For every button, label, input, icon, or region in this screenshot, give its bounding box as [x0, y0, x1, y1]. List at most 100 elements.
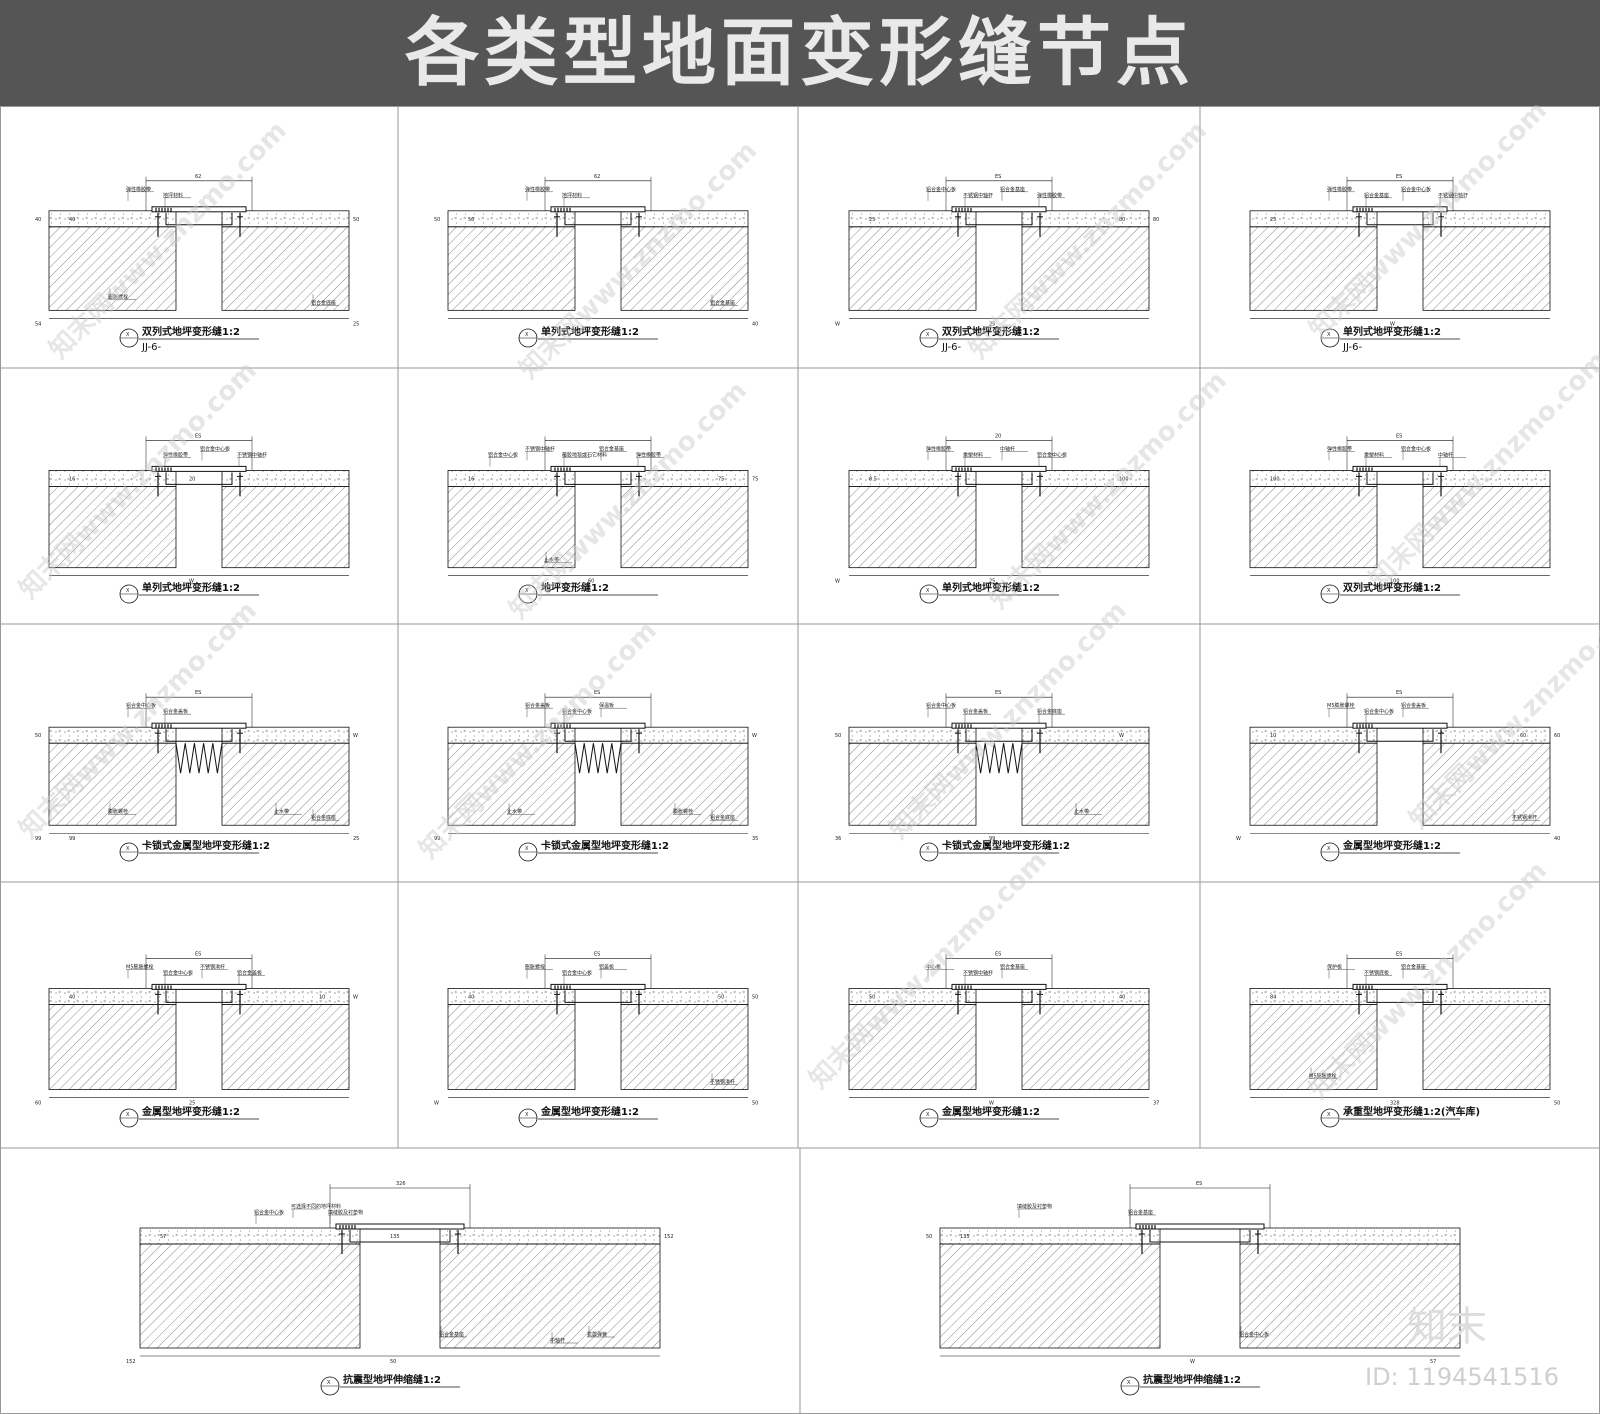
callout-label: 铝合金底座: [311, 299, 336, 306]
base-channel: [349, 1230, 451, 1243]
watermark: 知末网www.znzmo.com: [964, 116, 1213, 365]
base-channel: [1366, 472, 1434, 485]
detail-mark: X: [126, 1112, 130, 1118]
callout-label: 铝合金盖板: [1401, 702, 1426, 709]
callout-label: 铝合金盖板: [963, 708, 988, 715]
concrete-slab-right: [620, 742, 749, 826]
callout-label: 铝合金基座: [599, 445, 624, 452]
cover-plate: [1135, 1223, 1265, 1230]
detail-caption: 双列式地坪变形缝1:2: [1343, 581, 1441, 594]
callout-label: 地坪材料: [562, 192, 582, 199]
dimension-label: 40: [1119, 994, 1125, 1000]
water-stop: [175, 743, 223, 774]
screed-right: [620, 210, 749, 228]
screed-right: [620, 988, 749, 1005]
detail-mark: X: [926, 332, 930, 338]
dimension-label: 40: [1554, 836, 1560, 842]
callout-label: 膨胀螺栓: [673, 808, 693, 815]
dimension-label: 57: [1430, 1359, 1436, 1365]
dimension-label: 25: [353, 836, 359, 842]
callout-label: 不锈钢中轴杆: [237, 451, 267, 458]
dimension-label: 10: [319, 994, 325, 1000]
callout-label: 铝合金基座: [710, 299, 735, 306]
screed-right: [1422, 726, 1551, 744]
callout-label: 中轴杆: [1438, 451, 1453, 458]
detail-caption: 卡锁式金属型地坪变形缝1:2: [541, 839, 669, 852]
dimension-label: 50: [353, 217, 359, 223]
callout-label: 铝合金中心板: [1037, 451, 1067, 458]
screed-right: [1422, 469, 1551, 487]
callout-label: 止水带: [544, 557, 559, 564]
concrete-slab-left: [48, 226, 177, 311]
detail-mark: X: [926, 588, 930, 594]
base-channel: [564, 729, 632, 742]
base-channel: [165, 472, 233, 485]
dimension-label: 75: [718, 476, 724, 482]
dimension-label: W: [1236, 836, 1241, 842]
screed-left: [848, 988, 977, 1005]
screed-right: [1021, 210, 1150, 228]
callout-label: 不锈钢底板: [1364, 969, 1389, 976]
detail-mark: X: [1327, 1112, 1331, 1118]
callout-label: 铝合金基座: [1401, 963, 1426, 970]
dimension-label: 62: [195, 174, 201, 180]
callout-label: 膨胀螺栓: [108, 293, 128, 300]
base-channel: [1366, 990, 1434, 1003]
detail-caption: 抗震型地坪伸缩缝1:2: [343, 1373, 441, 1386]
concrete-slab-right: [1422, 226, 1551, 311]
concrete-slab-left: [48, 742, 177, 826]
callout-label: 止水带: [274, 808, 289, 815]
cover-plate: [550, 722, 646, 729]
concrete-slab-right: [221, 1004, 350, 1090]
dimension-label: 16: [69, 476, 75, 482]
callout-label: 保温板: [599, 702, 614, 709]
screed-left: [447, 726, 576, 744]
base-channel: [965, 729, 1033, 742]
dimension-label: 10: [1270, 733, 1276, 739]
callout-label: 不锈钢中轴杆: [525, 445, 555, 452]
dimension-label: 135: [960, 1234, 970, 1240]
dimension-label: 50: [35, 733, 41, 739]
detail-caption: 承重型地坪变形缝1:2(汽车库): [1343, 1105, 1480, 1118]
callout-label: 弹性橡胶带: [126, 186, 151, 193]
detail-caption: 单列式地坪变形缝1:2: [541, 325, 639, 338]
dimension-label: W: [752, 733, 757, 739]
concrete-slab-left: [939, 1243, 1161, 1349]
dimension-label: 152: [664, 1234, 674, 1240]
detail-mark: X: [926, 846, 930, 852]
concrete-slab-right: [1021, 485, 1150, 569]
dimension-label: 20: [189, 476, 195, 482]
dimension-label: 99: [35, 836, 41, 842]
callout-label: 铝合金中心板: [163, 969, 193, 976]
concrete-slab-right: [221, 485, 350, 569]
screed-right: [1422, 210, 1551, 228]
callout-label: M5膨胀螺栓: [1327, 702, 1355, 709]
concrete-slab-left: [1249, 226, 1378, 311]
dimension-label: 100: [1390, 579, 1400, 585]
dimension-label: ES: [1396, 433, 1402, 439]
detail-mark: X: [126, 846, 130, 852]
dimension-label: 36: [835, 836, 841, 842]
cover-plate: [951, 206, 1047, 213]
detail-caption: 金属型地坪变形缝1:2: [941, 1105, 1040, 1118]
concrete-slab-right: [1021, 742, 1150, 826]
concrete-slab-left: [848, 1004, 977, 1090]
dimension-label: 40: [69, 994, 75, 1000]
callout-label: 铝合金基座: [1364, 192, 1389, 199]
dimension-label: W: [1390, 321, 1395, 327]
callout-label: 铝合金底座: [1037, 708, 1062, 715]
detail-caption: 单列式地坪变形缝1:2: [142, 581, 240, 594]
dimension-label: 328: [1390, 1100, 1400, 1106]
dimension-label: 60: [1520, 733, 1526, 739]
screed-right: [620, 469, 749, 487]
cover-plate: [151, 465, 247, 472]
dimension-label: 60: [35, 1100, 41, 1106]
callout-label: M5膨胀螺栓: [1309, 1072, 1337, 1079]
base-channel: [165, 990, 233, 1003]
callout-label: 铝合金中心板: [126, 702, 156, 709]
callout-label: 铝合金中心板: [1239, 1331, 1269, 1338]
dimension-label: 50: [390, 1359, 396, 1365]
